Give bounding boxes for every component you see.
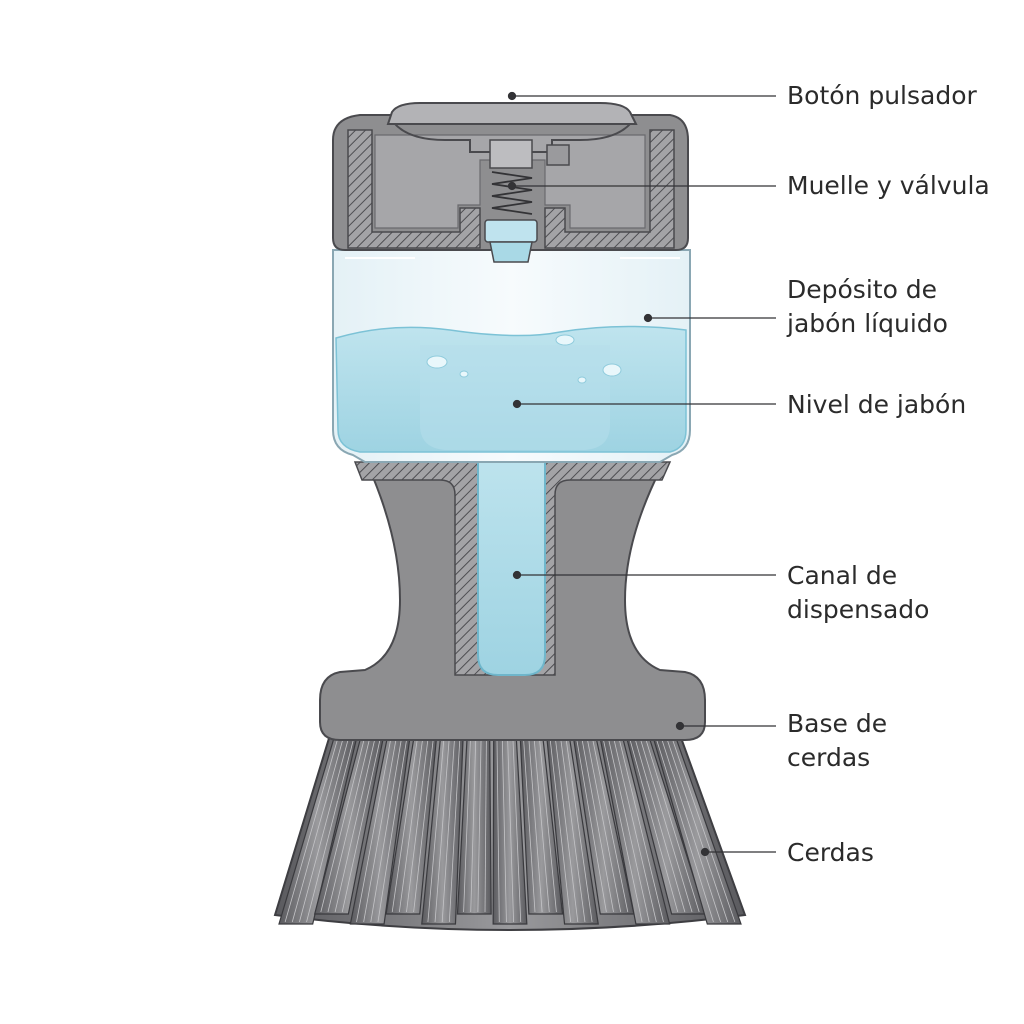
bristle-strand (398, 739, 423, 913)
bristle-strand (291, 739, 344, 923)
valve-stem (489, 139, 533, 169)
bristle-strand (560, 739, 586, 923)
soap-inner-cup (420, 345, 610, 450)
label-text: Botón pulsador (787, 81, 977, 110)
bristle-strand (629, 739, 679, 913)
bristle-strand (533, 739, 550, 913)
leader-lines (507, 91, 776, 857)
bristle-strand (539, 739, 557, 913)
bristle-strand (603, 739, 643, 923)
bristle-strand (341, 739, 381, 913)
bristle-strand (608, 739, 650, 923)
bristle-strand (592, 739, 629, 913)
bristle-strand (496, 739, 500, 923)
bristle-strand (477, 739, 482, 913)
label-text: Depósito de (787, 275, 938, 304)
label-reservoir: Depósito de jabón líquido (787, 273, 948, 341)
bristle-strand (555, 739, 579, 923)
bristle-strand (523, 739, 536, 913)
bristle-strand (484, 739, 487, 913)
bristle-strand (635, 739, 686, 913)
label-push-button: Botón pulsador (787, 79, 977, 113)
label-text: Canal de (787, 561, 898, 590)
push-button (386, 102, 638, 125)
bristle-strand (413, 739, 434, 913)
bristle-strand (377, 739, 407, 923)
label-channel: Canal de dispensado (787, 559, 929, 627)
label-text: Cerdas (787, 838, 874, 867)
bristle-strand (549, 739, 572, 923)
label-text: cerdas (787, 743, 871, 772)
bristle-strand (406, 739, 429, 913)
bristles-group (273, 734, 747, 931)
spring (491, 171, 533, 215)
bristle-strand (299, 739, 349, 923)
label-text: Nivel de jabón (787, 390, 967, 419)
bristle-strand (463, 739, 471, 913)
bristle-strand (613, 739, 657, 923)
bristle-strand (391, 739, 418, 913)
bristle-strand (320, 739, 365, 913)
bristle-strand (448, 739, 461, 923)
bristle-strand (565, 739, 593, 923)
bristle-strand (327, 739, 370, 913)
bristle-strand (619, 739, 664, 923)
bristle-strand (666, 739, 729, 923)
bristle-strand (645, 739, 700, 913)
label-text: jabón líquido (787, 309, 948, 338)
valve-seat (484, 219, 538, 243)
bristle-strand (370, 739, 402, 923)
label-text: Base de (787, 709, 888, 738)
bristle-strand (441, 739, 455, 923)
dispensing-channel (477, 444, 546, 676)
bristle-strand (512, 739, 522, 923)
label-soap-level: Nivel de jabón (787, 388, 966, 422)
cap-wall-section (347, 129, 481, 249)
cap-wall-section-right (544, 129, 675, 249)
bristle-strand (470, 739, 477, 913)
bristle-strand (306, 739, 354, 923)
bristle-strand (507, 739, 514, 923)
bristle-strand (672, 739, 736, 923)
bristle-strand (656, 739, 714, 923)
bristle-strand (661, 739, 721, 923)
bristle-strand (427, 739, 445, 923)
label-bristles: Cerdas (787, 836, 874, 870)
bristle-strand (576, 739, 607, 913)
label-spring-valve: Muelle y válvula (787, 169, 990, 203)
bristle-strand (501, 739, 507, 923)
label-text: dispensado (787, 595, 930, 624)
soap-bubbles (426, 334, 622, 384)
bristle-strand (334, 739, 375, 913)
bristle-strand (284, 739, 338, 923)
bristle-strand (587, 739, 622, 913)
label-bristle-base: Base de cerdas (787, 707, 887, 775)
bristle-strand (640, 739, 693, 913)
bristle-strand (434, 739, 450, 923)
bristle-strand (363, 739, 397, 923)
bristle-strand (356, 739, 391, 923)
bristle-strand (581, 739, 614, 913)
bristle-strand (528, 739, 543, 913)
label-text: Muelle y válvula (787, 171, 990, 200)
